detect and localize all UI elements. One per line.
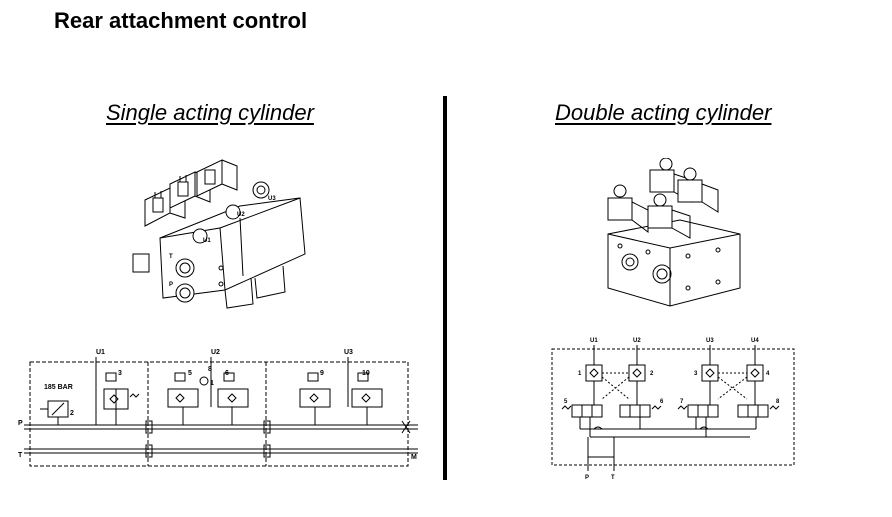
schematic-number-6: 6 [660, 399, 664, 405]
schematic-number-1: 1 [210, 380, 214, 387]
single-acting-valve-block-image: U3 U2 U1 T P [132, 159, 306, 309]
valve-symbol-icon [561, 404, 662, 418]
valve-symbol-icon [167, 372, 249, 425]
solenoid-coil-icon [196, 159, 238, 197]
schematic-label-u1: U1 [590, 338, 598, 344]
solenoid-coil-icon [607, 184, 649, 233]
schematic-label-u2: U2 [633, 338, 641, 344]
schematic-number-10: 10 [362, 370, 370, 377]
schematic-number-1: 1 [578, 371, 582, 377]
schematic-number-5: 5 [564, 399, 568, 405]
schematic-number-4: 4 [766, 371, 770, 377]
single-acting-title: Single acting cylinder [106, 100, 314, 125]
valve-symbol-icon [103, 372, 140, 425]
column-divider [443, 96, 447, 480]
schematic-number-8: 8 [776, 399, 780, 405]
page-title: Rear attachment control [54, 8, 308, 33]
valve-symbol-icon [677, 404, 780, 418]
block-label-p: P [169, 282, 173, 288]
schematic-label-t: T [18, 452, 23, 459]
double-acting-title: Double acting cylinder [555, 100, 772, 125]
schematic-label-u4: U4 [751, 338, 759, 344]
schematic-number-3: 3 [118, 370, 122, 377]
solenoid-coil-icon [677, 167, 719, 213]
schematic-number-5: 5 [188, 370, 192, 377]
schematic-number-2: 2 [70, 410, 74, 417]
schematic-label-u2: U2 [211, 349, 220, 356]
schematic-number-8: 8 [208, 366, 212, 373]
schematic-label-u3: U3 [706, 338, 714, 344]
solenoid-coil-icon [647, 193, 691, 239]
valve-symbol-icon [299, 372, 383, 425]
schematic-label-p: P [585, 475, 589, 481]
schematic-number-6: 6 [225, 370, 229, 377]
schematic-number-9: 9 [320, 370, 324, 377]
block-label-u1: U1 [203, 238, 211, 244]
single-acting-schematic: U1 U2 U3 185 BAR P T M 3 5 8 6 1 2 9 10 [18, 349, 418, 467]
schematic-label-t: T [611, 475, 615, 481]
schematic-label-u3: U3 [344, 349, 353, 356]
schematic-label-p: P [18, 420, 23, 427]
double-acting-valve-block-image [607, 158, 741, 307]
solenoid-coil-icon [144, 187, 186, 227]
schematic-label-m: M [411, 454, 417, 461]
schematic-number-7: 7 [680, 399, 684, 405]
schematic-label-u1: U1 [96, 349, 105, 356]
double-acting-schematic: U1 U2 U3 U4 1 2 3 4 5 6 7 8 P T [551, 338, 795, 481]
block-label-u3: U3 [268, 196, 276, 202]
schematic-number-2: 2 [650, 371, 654, 377]
schematic-number-3: 3 [694, 371, 698, 377]
block-label-t: T [169, 254, 173, 260]
relief-pressure-label: 185 BAR [44, 384, 73, 391]
block-label-u2: U2 [237, 212, 245, 218]
